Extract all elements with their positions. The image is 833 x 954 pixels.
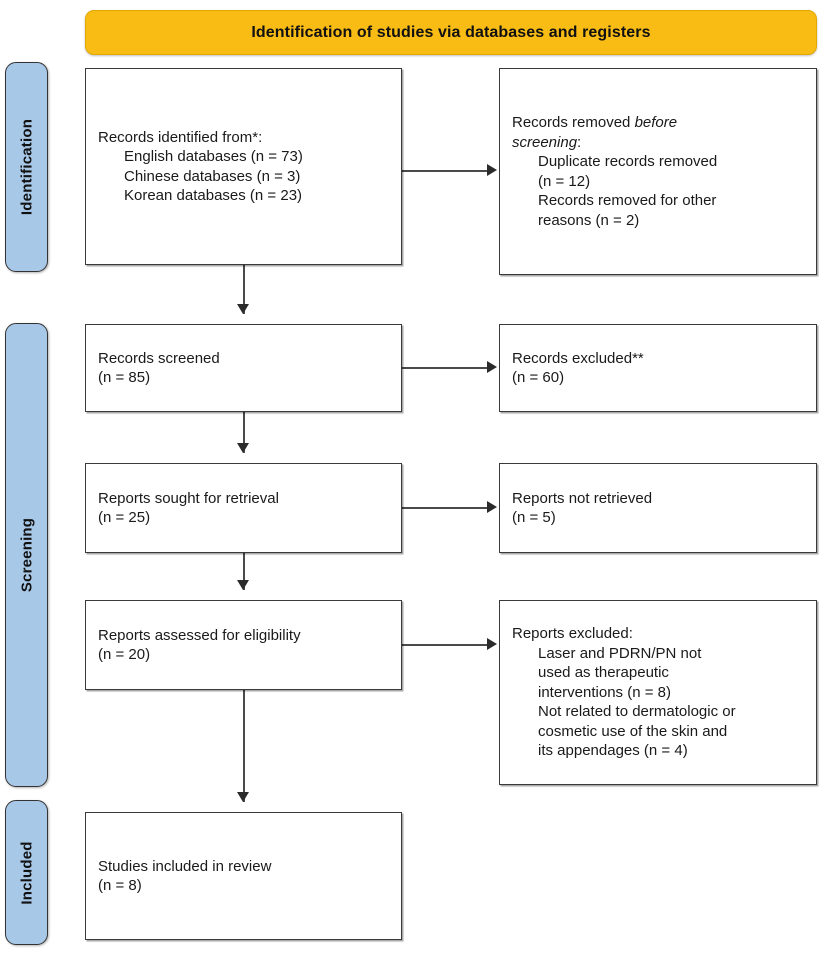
node-records-removed-title-post: : (577, 133, 582, 151)
node-reports-not-retrieved-title: Reports not retrieved (512, 489, 653, 507)
connector-sought-to-not-retrieved (402, 507, 489, 509)
node-reports-sought: Reports sought for retrieval (n = 25) (85, 463, 402, 553)
node-reports-sought-count: (n = 25) (98, 509, 151, 526)
node-records-excluded: Records excluded** (n = 60) (499, 324, 817, 412)
phase-tab-identification-label: Identification (18, 118, 35, 216)
node-reports-excluded-reasons-title: Reports excluded: (512, 625, 633, 643)
node-records-identified-title: Records identified from*: (98, 128, 263, 146)
arrow-down-icon (237, 304, 249, 314)
node-studies-included-title: Studies included in review (98, 857, 272, 875)
arrow-right-icon (487, 638, 497, 650)
node-studies-included: Studies included in review (n = 8) (85, 812, 402, 940)
node-records-identified-item: English databases (n = 73) (124, 148, 303, 165)
node-records-removed-title-line1: Records removed before (512, 113, 804, 133)
node-reports-assessed-title: Reports assessed for eligibility (98, 626, 301, 644)
node-reports-not-retrieved: Reports not retrieved (n = 5) (499, 463, 817, 553)
arrow-right-icon (487, 501, 497, 513)
node-records-excluded-title: Records excluded** (512, 349, 644, 367)
node-reports-assessed-count: (n = 20) (98, 646, 151, 663)
arrow-down-icon (237, 792, 249, 802)
node-reports-not-retrieved-count: (n = 5) (512, 509, 556, 526)
node-reports-excluded-reasons-item: cosmetic use of the skin and (538, 722, 728, 740)
arrow-right-icon (487, 361, 497, 373)
node-records-screened-title: Records screened (98, 349, 220, 367)
node-records-screened-count: (n = 85) (98, 369, 151, 386)
node-records-removed-item: Duplicate records removed (538, 153, 718, 170)
node-records-removed-title-italic-1: before (634, 114, 678, 131)
node-reports-assessed: Reports assessed for eligibility (n = 20… (85, 600, 402, 690)
connector-screened-to-sought (243, 412, 245, 453)
node-reports-excluded-reasons-item: interventions (n = 8) (538, 683, 671, 701)
node-records-removed-title-line2: screening: (512, 133, 804, 153)
node-reports-excluded-reasons: Reports excluded: Laser and PDRN/PN not … (499, 600, 817, 785)
connector-identified-to-removed (402, 170, 489, 172)
node-records-identified: Records identified from*: English databa… (85, 68, 402, 265)
node-records-removed: Records removed before screening: Duplic… (499, 68, 817, 275)
node-records-removed-item: (n = 12) (538, 172, 591, 190)
node-records-removed-item: Records removed for other (538, 192, 717, 209)
node-records-excluded-count: (n = 60) (512, 369, 565, 386)
node-reports-sought-title: Reports sought for retrieval (98, 489, 279, 507)
node-reports-excluded-reasons-item: Laser and PDRN/PN not (538, 644, 702, 662)
phase-tab-screening-label: Screening (18, 517, 35, 593)
arrow-down-icon (237, 443, 249, 453)
node-records-removed-title-pre: Records removed (512, 114, 635, 131)
node-studies-included-count: (n = 8) (98, 877, 142, 894)
arrow-down-icon (237, 580, 249, 590)
node-records-identified-item: Korean databases (n = 23) (124, 187, 303, 204)
phase-tab-screening: Screening (5, 323, 48, 787)
node-reports-excluded-reasons-item: Not related to dermatologic or (538, 703, 736, 721)
node-records-identified-item: Chinese databases (n = 3) (124, 167, 301, 185)
phase-tab-included: Included (5, 800, 48, 945)
connector-assessed-to-excluded-reasons (402, 644, 489, 646)
node-records-removed-title-italic-2: screening (512, 133, 578, 151)
connector-assessed-to-included (243, 690, 245, 802)
connector-sought-to-assessed (243, 553, 245, 590)
node-reports-excluded-reasons-item: its appendages (n = 4) (538, 742, 688, 760)
phase-tab-included-label: Included (18, 840, 35, 905)
diagram-header-banner: Identification of studies via databases … (85, 10, 817, 55)
node-reports-excluded-reasons-item: used as therapeutic (538, 664, 669, 682)
node-records-screened: Records screened (n = 85) (85, 324, 402, 412)
node-records-removed-item: reasons (n = 2) (538, 211, 640, 229)
diagram-title: Identification of studies via databases … (251, 23, 651, 41)
arrow-right-icon (487, 164, 497, 176)
phase-tab-identification: Identification (5, 62, 48, 272)
connector-identified-to-screened (243, 265, 245, 314)
connector-screened-to-excluded (402, 367, 489, 369)
